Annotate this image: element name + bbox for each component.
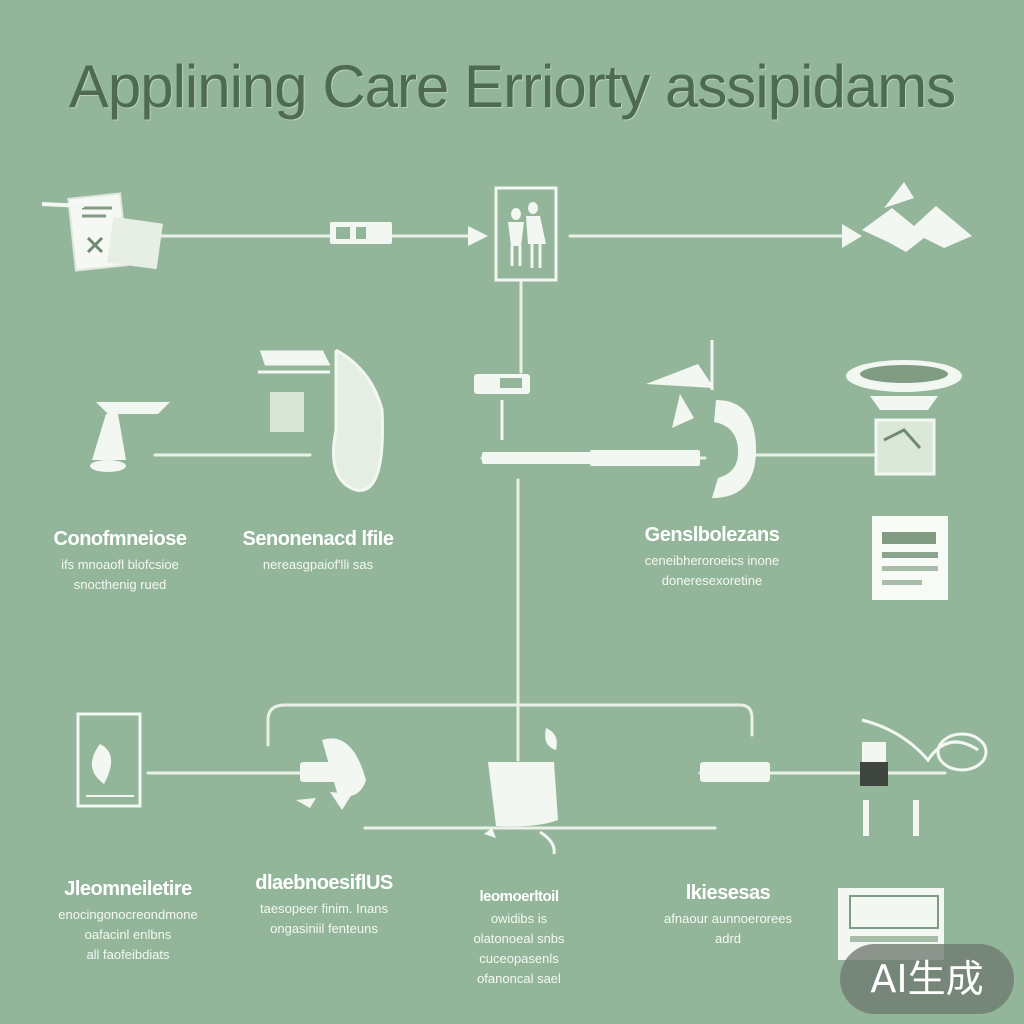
label-line: enocingonocreondmone [58,907,198,922]
cloche-lamp-icon [90,402,170,472]
people-frame-icon [494,186,558,282]
label-heading: dlaebnoesiflUS [255,872,393,894]
connector-bottom-bracket [266,703,754,747]
label-block-d1: Jleomneiletire enocingonocreondmone oafa… [36,878,220,965]
framed-leaf-icon [76,712,142,808]
label-line: doneresexoretine [661,573,763,588]
label-line: ofanoncal sael [477,971,561,986]
arrowhead-top-left [468,226,488,246]
storage-box-icon [484,728,558,855]
label-line: oafacinl enlbns [84,927,172,942]
label-block-d2: dlaebnoesiflUS taesopeer finim. Inans on… [236,872,412,939]
label-line: ongasiniil fenteuns [270,921,378,936]
label-block-d4: lkiesesas afnaour aunnoerorees adrd [640,882,816,949]
label-line: ceneibheroroeics inone [644,553,780,568]
label-heading: Jleomneiletire [64,878,192,900]
label-line: cuceopasenls [479,951,559,966]
label-heading: leomoerltoil [479,888,559,905]
checklist-document-icon [872,516,948,600]
diagram-title: Applining Care Erriorty assipidams [68,53,956,120]
arrowhead-top-right [842,224,862,248]
connector-plug-icon [330,222,392,244]
wing-cluster-icon [862,182,972,252]
label-heading: lkiesesas [685,882,771,904]
funnel-wheel-icon [646,340,756,498]
label-block-c1: Conofmneiose ifs mnoaofl blofcsioe snoct… [40,528,200,595]
label-line: ifs mnoaofl blofcsioe [61,557,179,572]
label-line: nereasgpaiof'lli sas [262,557,374,572]
dome-container-icon [846,360,962,476]
label-line: taesopeer finim. Inans [260,901,388,916]
label-block-d3: leomoerltoil owidibs is olatonoeal snbs … [444,888,594,989]
label-block-c3: Genslbolezans ceneibheroroeics inone don… [622,524,802,591]
label-line: all faofeibdiats [86,947,170,962]
valve-icon [474,374,700,466]
label-line: owidibs is [490,911,548,926]
label-block-c2: Senonenacd lfiIe nereasgpaiof'lli sas [228,528,408,575]
label-heading: Senonenacd lfiIe [242,528,394,550]
label-line: adrd [714,931,742,946]
label-line: olatonoeal snbs [473,931,565,946]
document-stamp-icon [41,192,163,272]
nozzle-tool-icon [700,718,988,836]
label-heading: Genslbolezans [644,524,780,546]
label-heading: Conofmneiose [53,528,187,550]
rotor-coupling-icon [296,738,366,810]
label-line: afnaour aunnoerorees [664,911,792,926]
label-line: snocthenig rued [73,577,167,592]
ai-generated-badge: AI生成 [840,944,1014,1014]
pipe-machine-icon [258,348,384,492]
